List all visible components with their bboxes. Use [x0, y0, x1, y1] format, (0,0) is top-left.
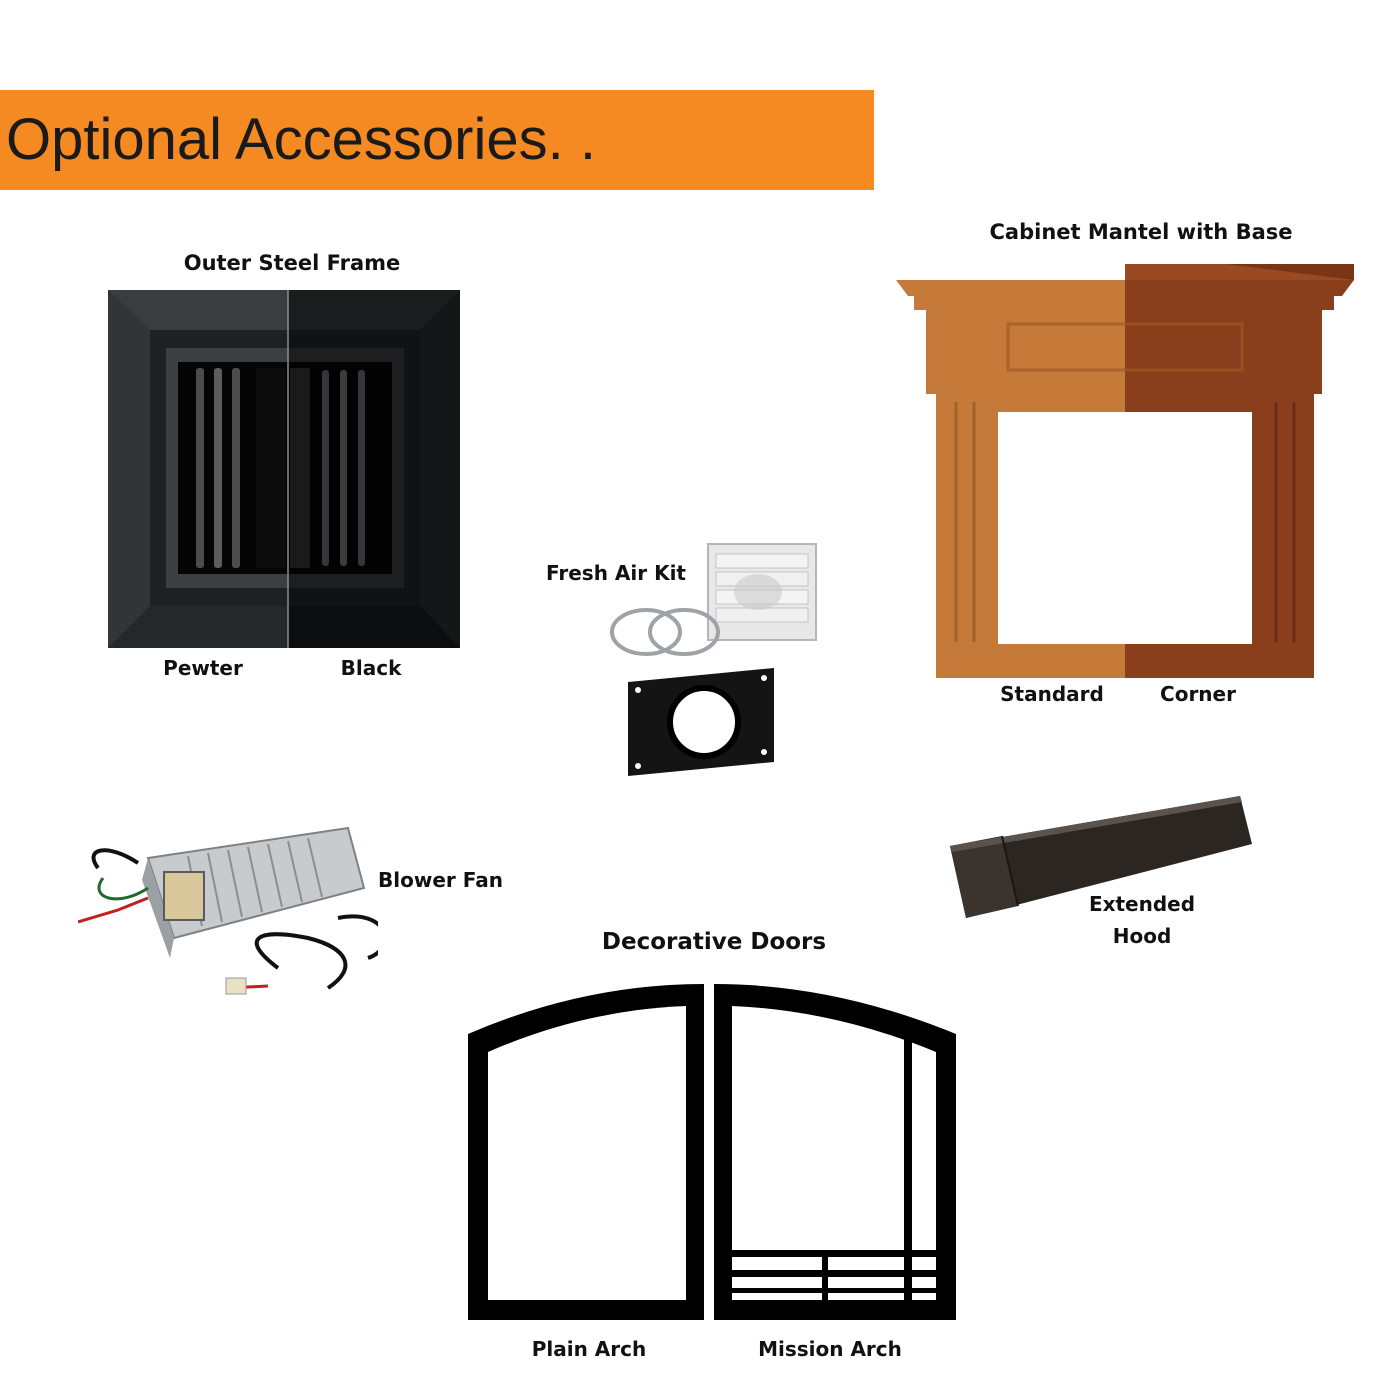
- hood-title-line1: Extended: [1088, 892, 1196, 916]
- mantel-title: Cabinet Mantel with Base: [989, 220, 1293, 244]
- doors-title: Decorative Doors: [601, 929, 827, 955]
- extended-hood-image: [950, 796, 1252, 918]
- door-option-plain-arch: Plain Arch: [531, 1337, 647, 1361]
- fresh-air-title: Fresh Air Kit: [546, 561, 686, 585]
- cabinet-mantel-image: [896, 264, 1354, 678]
- steel-frame-image: [108, 290, 460, 648]
- hood-title-line2: Hood: [1112, 924, 1172, 948]
- frame-option-black: Black: [340, 656, 402, 680]
- mantel-option-standard: Standard: [1000, 682, 1104, 706]
- header-banner: Optional Accessories. .: [0, 90, 874, 190]
- blower-fan-image: [78, 826, 378, 995]
- blower-title: Blower Fan: [378, 868, 503, 892]
- decorative-doors-image: [468, 984, 956, 1320]
- frame-title: Outer Steel Frame: [183, 251, 401, 275]
- frame-option-pewter: Pewter: [163, 656, 243, 680]
- page-title: Optional Accessories. .: [6, 107, 596, 172]
- mantel-option-corner: Corner: [1160, 682, 1236, 706]
- door-option-mission-arch: Mission Arch: [758, 1337, 902, 1361]
- fresh-air-kit-image: [610, 543, 817, 776]
